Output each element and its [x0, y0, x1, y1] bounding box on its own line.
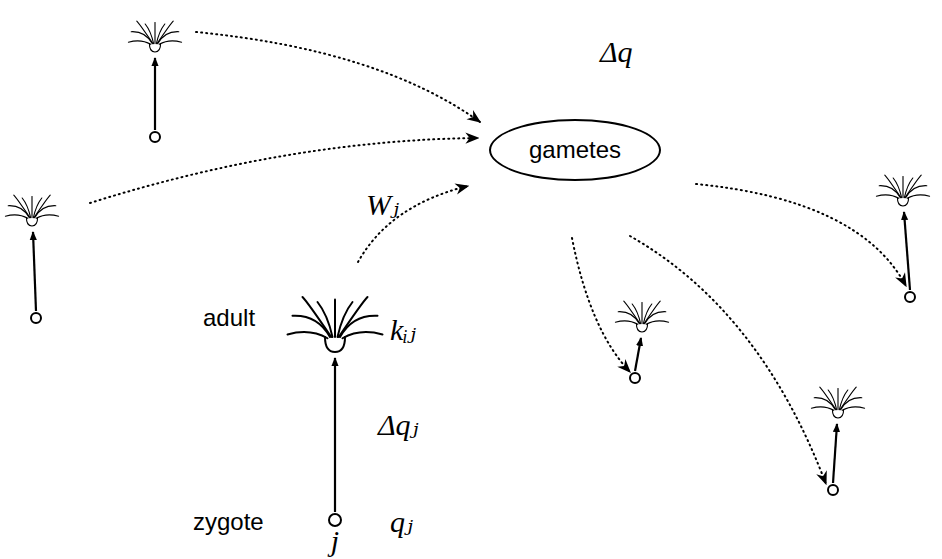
node-label: gametes [529, 138, 621, 162]
gamete-flow [196, 32, 480, 122]
gamete-flow [696, 184, 906, 286]
growth-arrow [833, 424, 837, 483]
zygote-circle [828, 485, 838, 495]
growth-arrow [154, 58, 156, 130]
plant-icon [128, 21, 181, 52]
growth-arrow [33, 232, 36, 311]
adult-plant-icon [288, 297, 383, 352]
math-label: Δq [600, 37, 633, 67]
zygote-circle [905, 292, 915, 302]
math-label: Δqⱼ [378, 410, 419, 440]
gamete-flow [90, 138, 478, 203]
zygote-circle [150, 132, 160, 142]
gamete-flow [630, 236, 826, 484]
index-label: j [331, 526, 339, 556]
zygote-circle [31, 313, 41, 323]
plant-icon [5, 195, 58, 226]
gamete-flow [572, 238, 630, 372]
zygote-circle [329, 514, 341, 526]
stage-label: zygote [193, 510, 264, 534]
plant-icon [876, 175, 929, 206]
gamete-flow [358, 186, 468, 262]
growth-arrow [334, 358, 336, 512]
ellipse-node: gametes [489, 119, 661, 181]
growth-arrow [904, 212, 910, 290]
math-label: Wⱼ [366, 190, 399, 220]
math-label: kᵢⱼ [390, 315, 416, 345]
growth-arrow [635, 338, 641, 371]
plant-icon [811, 387, 864, 418]
stage-label: adult [203, 306, 255, 330]
zygote-circle [630, 373, 640, 383]
plant-icon [615, 301, 668, 332]
math-label: qⱼ [390, 507, 413, 537]
